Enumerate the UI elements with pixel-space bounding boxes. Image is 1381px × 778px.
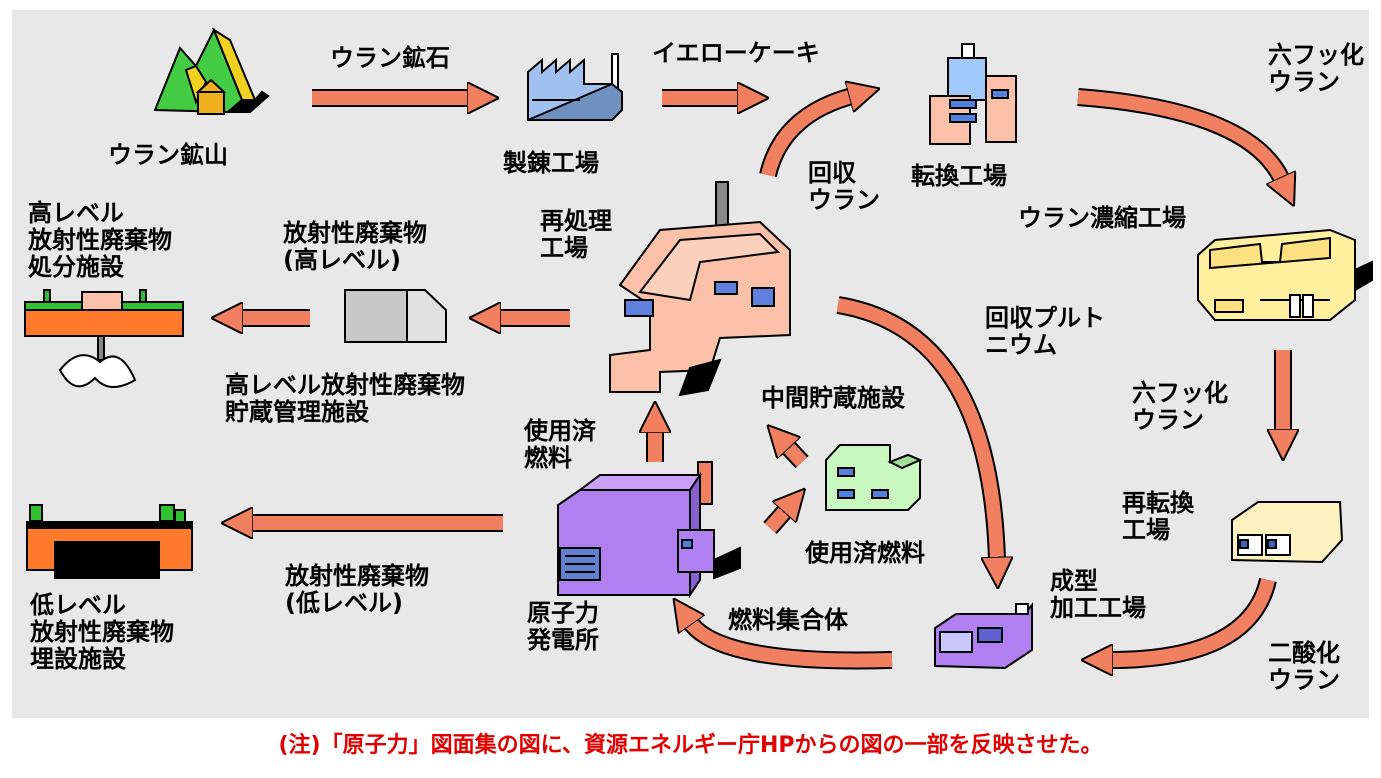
- label-uf6-top: 六フッ化 ウラン: [1268, 41, 1364, 96]
- hlw-storage-icon: [344, 289, 447, 343]
- label-fabrication-plant: 成型 加工工場: [1050, 567, 1146, 622]
- label-reconversion-plant: 再転換 工場: [1122, 489, 1194, 544]
- arrow-fuel-assembly: [690, 622, 893, 670]
- llw-disposal-icon: [26, 504, 193, 579]
- enrichment-plant-icon: [1197, 228, 1373, 321]
- hlw-disposal-icon: [24, 289, 184, 388]
- label-yellowcake: イエローケーキ: [652, 39, 820, 67]
- arrow-spent-fuel-to-interim: [787, 446, 809, 469]
- label-power-plant: 原子力 発電所: [527, 599, 599, 654]
- footnote: (注)「原子力」図面集の図に、資源エネルギー庁HPからの図の一部を反映させた。: [278, 733, 1103, 758]
- label-uranium-dioxide: 二酸化 ウラン: [1268, 639, 1340, 694]
- interim-storage-icon: [825, 444, 923, 511]
- label-hlw-disposal: 高レベル 放射性廃棄物 処分施設: [28, 199, 172, 281]
- arrow-conversion-to-enrichment: [1077, 88, 1282, 180]
- label-hlw-waste: 放射性廃棄物 (高レベル): [283, 219, 427, 274]
- arrow-reconversion-to-fabrication: [1110, 577, 1277, 660]
- label-llw-disposal: 低レベル 放射性廃棄物 埋設施設: [30, 591, 174, 673]
- label-hlw-storage: 高レベル放射性廃棄物 貯蔵管理施設: [225, 371, 465, 426]
- label-reprocessing-plant: 再処理 工場: [540, 207, 612, 262]
- label-enrichment-plant: ウラン濃縮工場: [1018, 204, 1186, 232]
- arrow-recovered-plutonium: [836, 296, 997, 560]
- conversion-plant-icon: [929, 43, 1017, 145]
- label-conversion-plant: 転換工場: [911, 162, 1007, 190]
- label-interim-storage: 中間貯蔵施設: [761, 384, 905, 412]
- reprocessing-plant-icon: [609, 181, 791, 397]
- label-uranium-mine: ウラン鉱山: [108, 141, 228, 169]
- uranium-mine-icon: [153, 27, 270, 115]
- label-uf6-right: 六フッ化 ウラン: [1132, 379, 1228, 434]
- label-uranium-ore: ウラン鉱石: [330, 44, 450, 72]
- label-llw-waste: 放射性廃棄物 (低レベル): [285, 562, 429, 617]
- label-fuel-assembly: 燃料集合体: [728, 606, 848, 634]
- label-spent-fuel-left: 使用済 燃料: [524, 417, 596, 472]
- power-plant-icon: [557, 461, 741, 599]
- label-recovered-uranium: 回収 ウラン: [808, 159, 880, 214]
- arrow-plant-to-spent-fuel: [763, 510, 786, 534]
- label-refining-plant: 製錬工場: [503, 149, 599, 177]
- label-recovered-plutonium: 回収プルト ニウム: [985, 304, 1105, 359]
- label-spent-fuel: 使用済燃料: [805, 539, 925, 567]
- reconversion-plant-icon: [1231, 501, 1344, 564]
- arrow-recovered-uranium: [759, 96, 852, 178]
- fabrication-plant-icon: [934, 602, 1033, 670]
- refining-plant-icon: [527, 53, 623, 121]
